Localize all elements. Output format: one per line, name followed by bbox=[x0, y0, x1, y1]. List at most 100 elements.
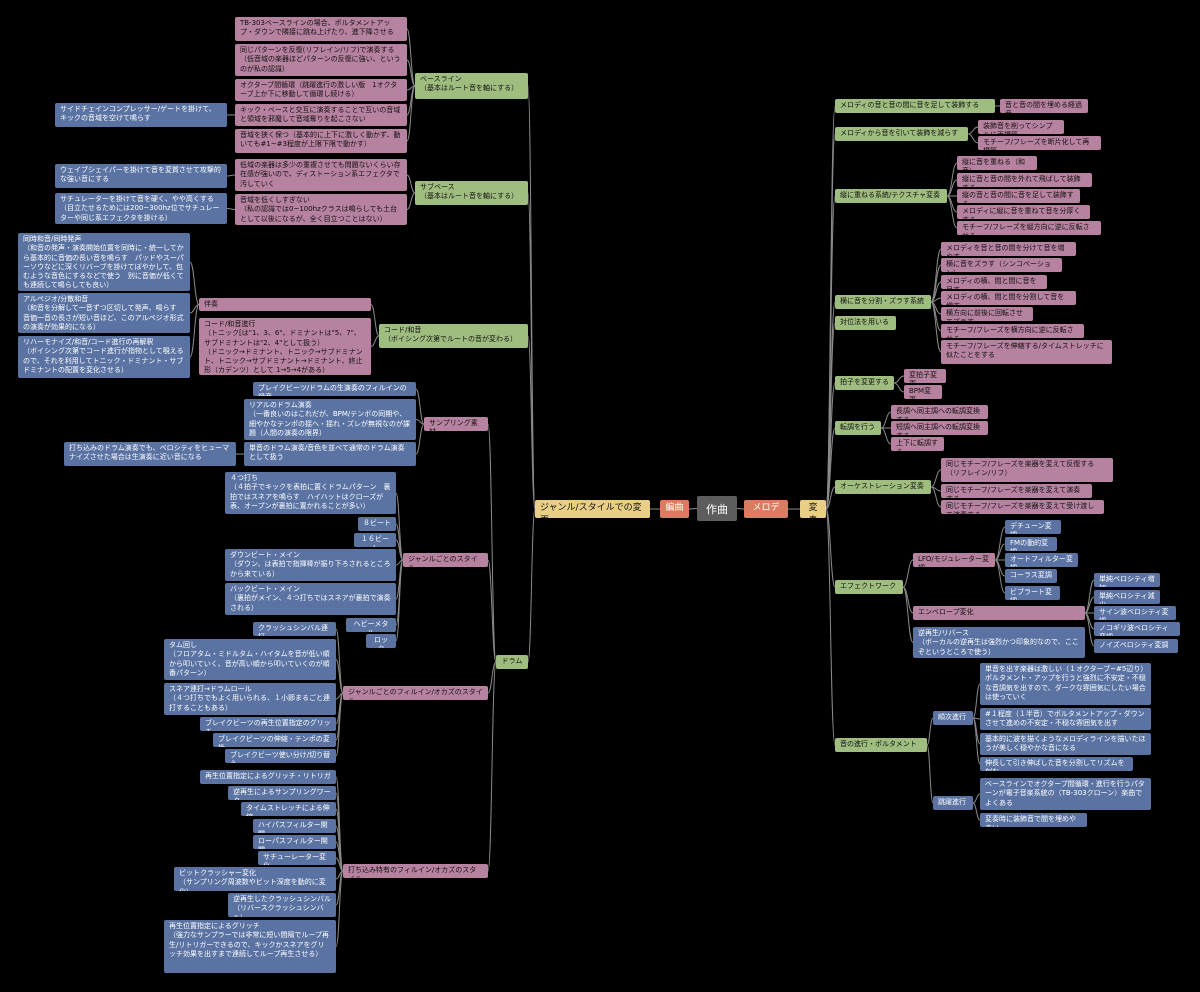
lfo-item[interactable]: ビブラート変調 bbox=[1005, 586, 1060, 600]
modulation-item[interactable]: 上下に転調する bbox=[891, 437, 944, 451]
envelope-item[interactable]: 単純ベロシティ増加 bbox=[1094, 573, 1160, 587]
bassline-node[interactable]: ベースライン （基本はルート音を軸にする） bbox=[415, 73, 528, 99]
counterpoint-node[interactable]: 対位法を用いる bbox=[835, 316, 896, 330]
vertical-item[interactable]: 縦に音を重ねる（和音） bbox=[957, 156, 1037, 170]
orchestration-item[interactable]: 同じモチーフ/フレーズを楽器を変えて反復する（リフレイン/リフ） bbox=[941, 458, 1113, 482]
meter-change-node[interactable]: 拍子を変更する bbox=[835, 376, 894, 390]
accompaniment-node[interactable]: 伴奏 bbox=[199, 298, 371, 311]
sampling-item[interactable]: ブレイクビーツ/ドラムの生演奏のフィルインの録音 bbox=[253, 382, 416, 396]
vertical-item[interactable]: 縦に音と音の間を外れて飛ばして装飾する bbox=[957, 173, 1092, 187]
bass-item[interactable]: 音域を狭く保つ（基本的に上下に激しく動かず、動いても#1~#3程度が上限下限で動… bbox=[235, 129, 407, 153]
humanize-node[interactable]: 打ち込みのドラム演奏でも、ベロシティをヒューマナイズさせた場合は生演奏に近い音に… bbox=[64, 442, 236, 466]
fill-item[interactable]: タム回し （フロアタム・ミドルタム・ハイタムを音が低い順から叩いていく、音が高い… bbox=[164, 639, 336, 680]
horizontal-item[interactable]: モチーフ/フレーズを伸縮する/タイムストレッチに似たことをする bbox=[941, 340, 1112, 364]
programmed-fill-item[interactable]: ビットクラッシャー変化 （サンプリング周波数やビット深度を動的に変化） bbox=[174, 867, 336, 891]
vertical-item[interactable]: メロディに縦に音を重ねて音を分厚くする bbox=[957, 205, 1090, 219]
lfo-item[interactable]: FMの動的変調 bbox=[1005, 537, 1057, 551]
reverse-node[interactable]: 逆再生/リバース （ボーカルの逆再生は強烈かつ印象的なので、ここぞというところで… bbox=[913, 627, 1085, 658]
fill-item[interactable]: ブレイクビーツの伸縮・テンポの変換 bbox=[213, 733, 336, 747]
meter-item[interactable]: BPM変更 bbox=[904, 385, 942, 399]
programmed-fill-item[interactable]: 再生位置指定によるグリッチ・リトリガー bbox=[200, 770, 336, 784]
envelope-item[interactable]: サイン波ベロシティ変調 bbox=[1094, 606, 1176, 620]
add-notes-item[interactable]: 音と音の間を埋める経過音 bbox=[1000, 99, 1088, 113]
sustain-chord-node[interactable]: 同時和音/同時発声 （和音の発声・演奏開始位置を同時に・統一してから基本的に音価… bbox=[18, 233, 190, 291]
genre-drum-item[interactable]: ヘビーメタル bbox=[346, 618, 396, 632]
genre-drum-item[interactable]: ロック bbox=[366, 634, 396, 648]
drum-node[interactable]: ドラム bbox=[496, 655, 528, 669]
programmed-fill-item[interactable]: サチューレーター変化 bbox=[258, 851, 336, 865]
vertical-item[interactable]: 縦の音と音の間に音を足して装飾する bbox=[957, 189, 1080, 203]
genre-drum-item[interactable]: ４つ打ち （４拍子でキックを表拍に置くドラムパターン 裏拍ではスネアを鳴らす ハ… bbox=[225, 472, 396, 514]
orchestration-item[interactable]: 同じモチーフ/フレーズを楽器を変えて演奏する bbox=[941, 484, 1092, 498]
bass-item[interactable]: TB-303ベースラインの場合、ポルタメントアップ・ダウンで隣接に跳ね上げたり、… bbox=[235, 17, 407, 41]
lfo-item[interactable]: コーラス変調 bbox=[1005, 569, 1057, 583]
fill-item[interactable]: スネア連打→ドラムロール （４つ打ちでもよく用いられる、１小節まるごと連打するこ… bbox=[164, 683, 336, 715]
fill-item[interactable]: クラッシュシンバル連打 bbox=[253, 622, 336, 636]
saturator-node[interactable]: サチュレーターを掛けて音を硬く、やや高くする （目立たせるためには200~300… bbox=[55, 193, 227, 224]
vertical-item[interactable]: モチーフ/フレーズを縦方向に逆に反転させる bbox=[957, 221, 1101, 235]
reduce-notes-item[interactable]: 装飾音を削ってシンプルに再構築 bbox=[978, 120, 1064, 134]
horizontal-item[interactable]: モチーフ/フレーズを横方向に逆に反転させる bbox=[941, 324, 1084, 338]
genre-drum-node[interactable]: ジャンルごとのスタイル bbox=[403, 553, 488, 567]
reduce-notes-node[interactable]: メロディから音を引いて装飾を減らす bbox=[835, 127, 968, 141]
sampling-item[interactable]: リアルのドラム演奏 （一番良いのはこれだが、BPM/テンポの同期や、細やかなテン… bbox=[244, 399, 416, 440]
chord-progression-node[interactable]: コード/和音進行 （トニック[は"1、3、6"、ドミナントは"5、7"、サブドミ… bbox=[199, 318, 371, 375]
genre-drum-item[interactable]: ダウンビート・メイン （ダウン、は表拍で指揮棒が振り下ろされるところから来ている… bbox=[225, 549, 396, 581]
fill-style-node[interactable]: ジャンルごとのフィルイン/オカズのスタイル bbox=[343, 686, 488, 700]
sidechain-node[interactable]: サイドチェインコンプレッサー/ゲートを掛けて、キックの音域を空けて鳴らす bbox=[55, 103, 227, 127]
programmed-fill-item[interactable]: 逆再生したクラッシュシンバル （リバースクラッシュシンバル） bbox=[228, 893, 336, 917]
arpeggio-node[interactable]: アルペジオ/分散和音 （和音を分解して一音ずつ区切して発声、鳴らす 音価一音の長… bbox=[18, 293, 190, 333]
stepwise-item[interactable]: 基本的に波を描くようなメロディラインを描いたほうが美しく穏やかな音になる bbox=[980, 733, 1151, 755]
envelope-item[interactable]: ノイズベロシティ変調 bbox=[1094, 639, 1178, 653]
bass-item[interactable]: 同じパターンを反復(リフレイン/リフ)で演奏する（低音域の楽器ほどパターンの反復… bbox=[235, 44, 407, 76]
sampling-node[interactable]: サンプリング素材 bbox=[424, 417, 488, 431]
leap-item[interactable]: ベースラインでオクターブ間循環・進行を行うパターンが電子音楽系統の（TB-303… bbox=[980, 778, 1151, 810]
genre-drum-item[interactable]: ８ビート bbox=[358, 517, 396, 531]
bass-item[interactable]: オクターブ間循環（跳躍進行の激しい版 1オクターブ上か下に移動して循環し続ける） bbox=[235, 79, 407, 101]
variation-node[interactable]: 変奏 bbox=[800, 500, 826, 518]
subbass-node[interactable]: サブベース （基本はルート音を軸にする） bbox=[415, 181, 528, 205]
subbass-item[interactable]: 低域の楽器は多少の重複させても問題ないくらい存在感が強いので、ディストーション系… bbox=[235, 159, 407, 191]
note-motion-node[interactable]: 音の進行・ポルタメント bbox=[835, 738, 927, 752]
sampling-item[interactable]: 単音のドラム演奏/音色を並べて通常のドラム演奏として扱う bbox=[244, 442, 416, 466]
arrange-node[interactable]: 編曲 bbox=[660, 500, 689, 518]
genre-drum-item[interactable]: １６ビート bbox=[354, 533, 396, 547]
horizontal-item[interactable]: メロディの横、間と間を分割して音を増す bbox=[941, 291, 1076, 305]
genre-drum-item[interactable]: バックビート・メイン （裏拍がメイン、４つ打ちではスネアが裏拍で演奏される） bbox=[225, 583, 396, 615]
add-notes-node[interactable]: メロディの音と音の間に音を足して装飾する bbox=[835, 99, 995, 113]
lfo-item[interactable]: デチューン変調 bbox=[1005, 520, 1061, 534]
programmed-fill-item[interactable]: ローパスフィルター開閉 bbox=[253, 835, 336, 849]
programmed-fill-item[interactable]: タイムストレッチによる伸縮 bbox=[241, 802, 336, 816]
programmed-fill-item[interactable]: ハイパスフィルター開閉 bbox=[253, 819, 336, 833]
modulation-item[interactable]: 長調へ同主調への転調変換する bbox=[891, 405, 988, 419]
envelope-node[interactable]: エンベロープ変化 bbox=[913, 606, 1085, 620]
horizontal-item[interactable]: メロディの横、間と間に音を足す bbox=[941, 275, 1047, 289]
envelope-item[interactable]: 単純ベロシティ減少 bbox=[1094, 590, 1160, 604]
stepwise-item[interactable]: #１程度（１半音）でポルタメントアップ・ダウンさせて進めの不安定・不穏な雰囲気を… bbox=[980, 708, 1151, 730]
programmed-fill-item[interactable]: 再生位置指定によるグリッチ （強力なサンプラーでは非常に短い間隔でループ再生/リ… bbox=[164, 920, 336, 973]
stepwise-item[interactable]: 伸長して引き伸ばした音を分割してリズムを刻む bbox=[980, 757, 1133, 771]
lfo-node[interactable]: LFO/モジュレーター変調 bbox=[913, 553, 995, 567]
orchestration-node[interactable]: オーケストレーション変奏 bbox=[835, 480, 931, 494]
horizontal-item[interactable]: メロディを音と音の間を分けて音を増やす bbox=[941, 242, 1076, 256]
meter-item[interactable]: 変拍子変更 bbox=[904, 369, 946, 383]
chord-node[interactable]: コード/和音 （ボイシング次第でルートの音が変わる） bbox=[379, 324, 528, 348]
modulation-node[interactable]: 転調を行う bbox=[835, 421, 881, 435]
orchestration-item[interactable]: 同じモチーフ/フレーズを楽器を変えて受け渡して演奏する bbox=[941, 500, 1104, 514]
reduce-notes-item[interactable]: モチーフ/フレーズを断片化して再構築 bbox=[978, 136, 1101, 150]
stepwise-node[interactable]: 順次進行 bbox=[933, 711, 973, 725]
bass-item[interactable]: キック・ベースと交互に演奏することで互いの音域と領域を邪魔して音域奪りを起こさな… bbox=[235, 104, 407, 126]
vertical-texture-node[interactable]: 縦に重ねる系統/テクスチャ変奏 bbox=[835, 189, 947, 203]
melody-node[interactable]: メロディ bbox=[744, 500, 788, 518]
leap-item[interactable]: 変奏時に装飾音で間を埋めやすい bbox=[980, 813, 1087, 827]
waveshaper-node[interactable]: ウェイブシェイパーを掛けて音を変質させて攻撃的な強い音にする bbox=[55, 164, 227, 188]
leap-node[interactable]: 跳躍進行 bbox=[933, 796, 973, 810]
stepwise-item[interactable]: 単音を出す楽器は激しい（１オクターブ~#5辺り）ポルタメント・アップを行うと強烈… bbox=[980, 663, 1151, 705]
root-node[interactable]: 作曲 bbox=[697, 496, 737, 521]
effect-work-node[interactable]: エフェクトワーク bbox=[835, 580, 903, 594]
subbass-item[interactable]: 音域を低くしすぎない （私の認識では0~100hzクラスは鳴らしても土台として以… bbox=[235, 194, 407, 225]
horizontal-shift-node[interactable]: 横に音を分割・ズラす系統 bbox=[835, 295, 931, 309]
modulation-item[interactable]: 短調へ同主調への転調変換する bbox=[891, 421, 988, 435]
programmed-fill-node[interactable]: 打ち込み特有のフィルイン/オカズのスタイル bbox=[343, 864, 488, 878]
fill-item[interactable]: ブレイクビーツ使い分け/切り替え bbox=[225, 749, 336, 763]
